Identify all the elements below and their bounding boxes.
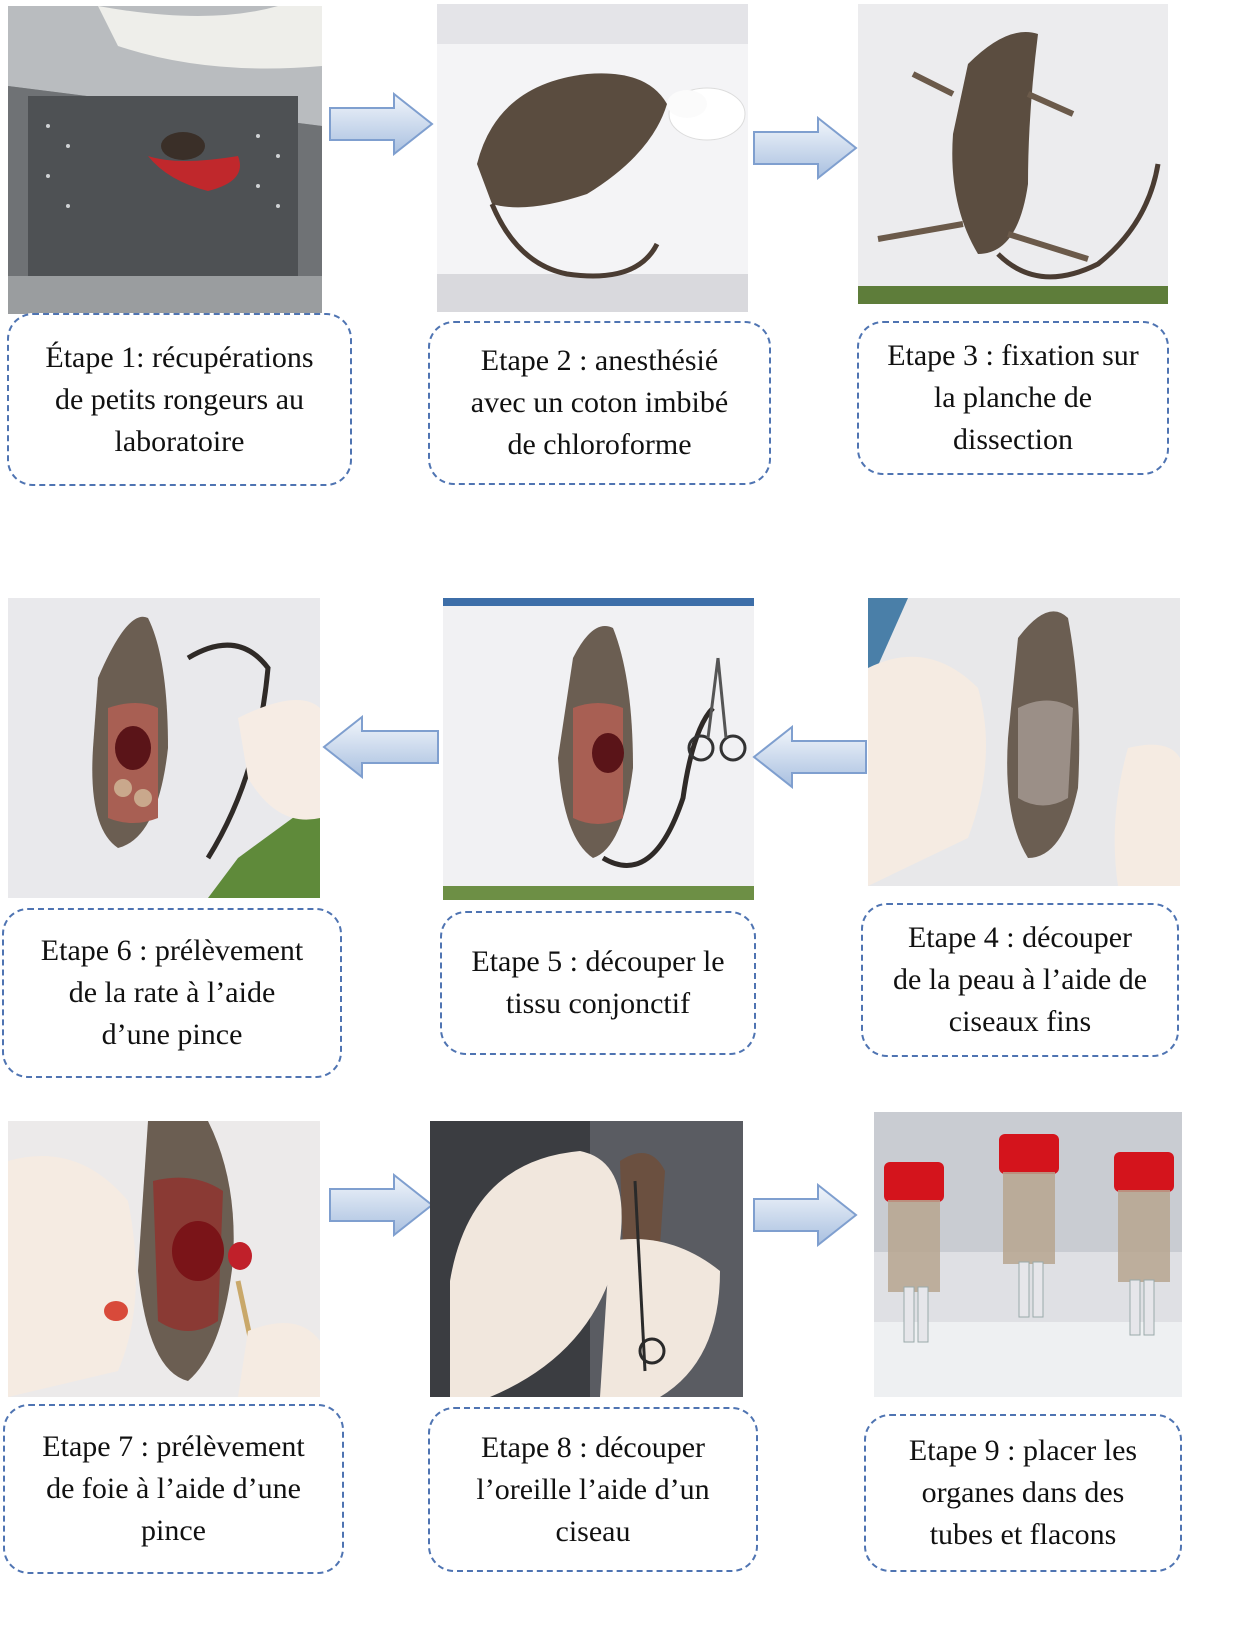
caption-line: Etape 9 : placer les	[909, 1430, 1137, 1472]
photo-step-1	[8, 6, 322, 314]
caption-line: Etape 7 : prélèvement	[42, 1426, 304, 1468]
caption-line: Étape 1: récupérations	[45, 337, 313, 379]
caption-line: d’une pince	[102, 1014, 243, 1056]
caption-line: Etape 6 : prélèvement	[41, 930, 303, 972]
caption-line: organes dans des	[922, 1472, 1125, 1514]
arrow-right-7-8	[328, 1173, 434, 1237]
photo-step-8	[430, 1121, 743, 1397]
caption-step-8: Etape 8 : découper l’oreille l’aide d’un…	[428, 1407, 758, 1572]
caption-line: de petits rongeurs au	[55, 379, 304, 421]
caption-line: l’oreille l’aide d’un	[476, 1469, 709, 1511]
caption-line: tissu conjonctif	[506, 983, 690, 1025]
photo-step-9	[874, 1112, 1182, 1397]
caption-line: Etape 5 : découper le	[471, 941, 724, 983]
caption-line: la planche de	[934, 377, 1092, 419]
caption-step-3: Etape 3 : fixation sur la planche de dis…	[857, 321, 1169, 475]
photo-step-4	[868, 598, 1180, 886]
caption-line: ciseau	[556, 1511, 631, 1553]
caption-line: Etape 4 : découper	[908, 917, 1132, 959]
caption-line: ciseaux fins	[949, 1001, 1091, 1043]
caption-step-6: Etape 6 : prélèvement de la rate à l’aid…	[2, 908, 342, 1078]
caption-step-4: Etape 4 : découper de la peau à l’aide d…	[861, 903, 1179, 1057]
caption-line: Etape 2 : anesthésié	[481, 340, 718, 382]
caption-line: de la peau à l’aide de	[893, 959, 1147, 1001]
caption-line: dissection	[953, 419, 1073, 461]
caption-line: Etape 3 : fixation sur	[887, 335, 1139, 377]
caption-line: de foie à l’aide d’une	[46, 1468, 301, 1510]
photo-step-7	[8, 1121, 320, 1397]
caption-line: de la rate à l’aide	[69, 972, 276, 1014]
caption-step-1: Étape 1: récupérations de petits rongeur…	[7, 313, 352, 486]
caption-line: Etape 8 : découper	[481, 1427, 705, 1469]
caption-line: laboratoire	[115, 421, 245, 463]
photo-step-6	[8, 598, 320, 898]
caption-line: tubes et flacons	[930, 1514, 1117, 1556]
caption-step-9: Etape 9 : placer les organes dans des tu…	[864, 1414, 1182, 1572]
arrow-right-2-3	[752, 116, 858, 180]
caption-line: avec un coton imbibé	[471, 382, 728, 424]
arrow-left-5-6	[322, 715, 440, 779]
caption-step-5: Etape 5 : découper le tissu conjonctif	[440, 911, 756, 1055]
photo-step-5	[443, 598, 754, 900]
photo-step-2	[437, 4, 748, 312]
arrow-right-1-2	[328, 92, 434, 156]
caption-step-7: Etape 7 : prélèvement de foie à l’aide d…	[3, 1404, 344, 1574]
caption-line: de chloroforme	[507, 424, 691, 466]
arrow-right-8-9	[752, 1183, 858, 1247]
arrow-left-4-5	[752, 725, 868, 789]
caption-step-2: Etape 2 : anesthésié avec un coton imbib…	[428, 321, 771, 485]
caption-line: pince	[141, 1510, 206, 1552]
photo-step-3	[858, 4, 1168, 304]
